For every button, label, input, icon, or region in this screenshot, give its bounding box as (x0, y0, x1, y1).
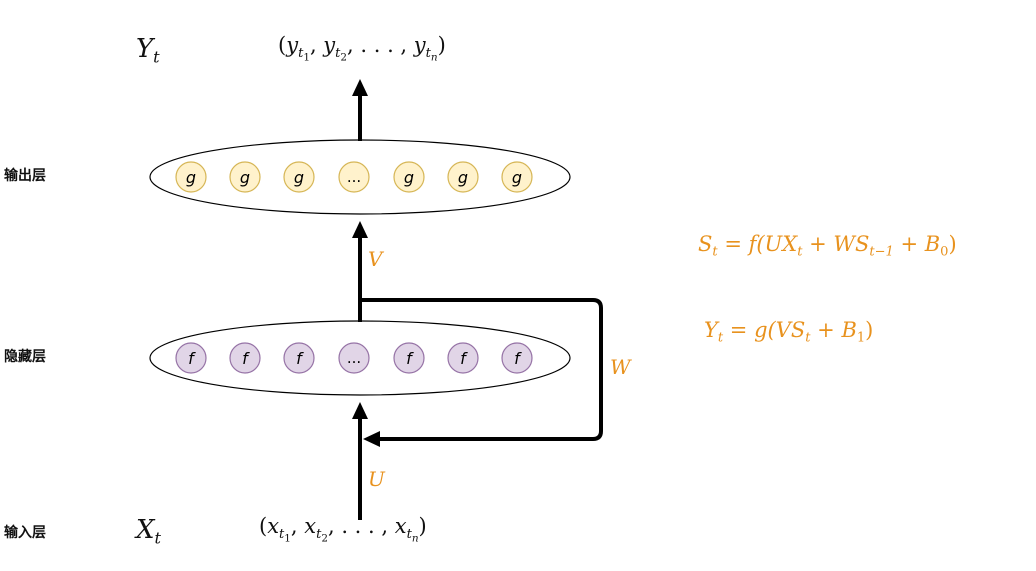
hidden-node-3 (283, 342, 315, 374)
weight-label-u: U (368, 467, 385, 491)
hidden-node-5 (393, 342, 425, 374)
output-arrowhead (352, 79, 368, 96)
output-node-label-7: g (512, 168, 522, 187)
w-arrowhead (363, 431, 380, 447)
hidden-node-7 (501, 342, 533, 374)
output-sequence: (yt1, yt2, . . . , ytn) (278, 33, 446, 64)
weight-label-v: V (368, 247, 383, 271)
input-sequence: (xt1, xt2, . . . , xtn) (259, 514, 427, 545)
output-layer-label: 输出层 (4, 168, 46, 184)
output-node-label-5: g (404, 168, 414, 187)
output-node-7 (501, 161, 533, 193)
output-symbol: Yt (136, 34, 160, 67)
hidden-node-label-6: f (460, 349, 468, 368)
output-node-2 (229, 161, 261, 193)
input-symbol: Xt (136, 515, 161, 548)
hidden-node-4 (338, 342, 370, 374)
hidden-node-label-1: f (188, 349, 196, 368)
output-node-label-2: g (240, 168, 250, 187)
hidden-node-2 (229, 342, 261, 374)
output-node-label-3: g (294, 168, 304, 187)
hidden-node-label-2: f (242, 349, 250, 368)
input-layer-label: 输入层 (4, 525, 46, 541)
output-node-3 (283, 161, 315, 193)
hidden-node-label-7: f (514, 349, 522, 368)
output-node-label-1: g (186, 168, 196, 187)
hidden-node-label-4: ... (347, 349, 361, 367)
hidden-node-label-3: f (296, 349, 304, 368)
output-node-5 (393, 161, 425, 193)
u-arrowhead (352, 402, 368, 419)
hidden-node-label-5: f (406, 349, 414, 368)
v-arrowhead (352, 221, 368, 238)
output-node-6 (447, 161, 479, 193)
state-equation: St = f(UXt + WSt−1 + B0) (698, 232, 957, 260)
output-node-1 (175, 161, 207, 193)
output-equation: Yt = g(VSt + B1) (704, 318, 874, 346)
output-node-4 (338, 161, 370, 193)
hidden-layer-label: 隐藏层 (4, 349, 46, 365)
output-node-label-4: ... (347, 168, 361, 186)
hidden-node-1 (175, 342, 207, 374)
hidden-node-6 (447, 342, 479, 374)
w-recurrent-loop (358, 298, 603, 441)
weight-label-w: W (610, 355, 631, 379)
output-node-label-6: g (458, 168, 468, 187)
